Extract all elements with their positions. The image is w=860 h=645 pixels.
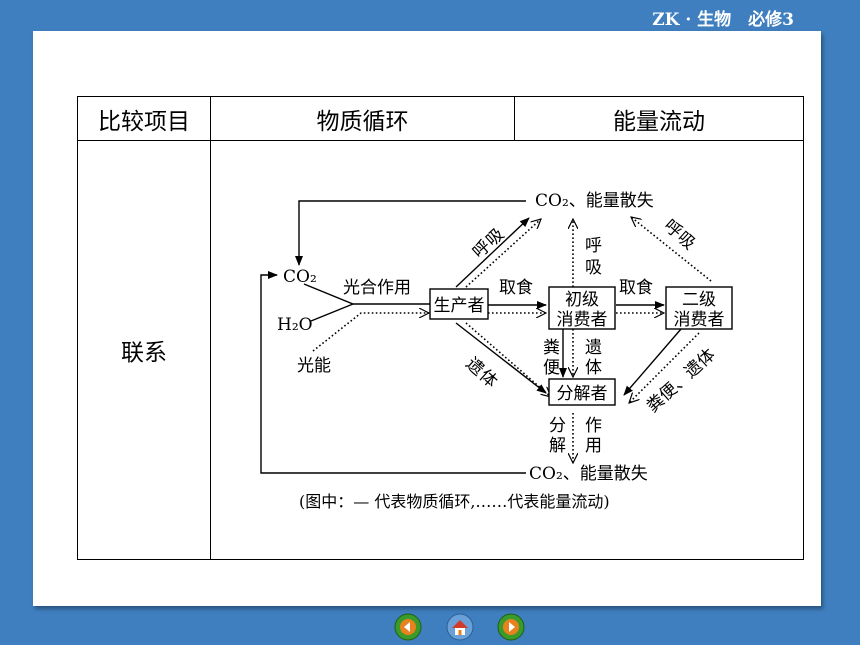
next-icon [497,613,525,641]
cycle-flow-diagram: CO₂、能量散失 CO₂、能量散失 CO₂ H₂O 光能 光合作用 生产者 取食… [260,191,733,511]
producer-label: 生产者 [434,296,485,316]
decomposer-box [548,378,616,406]
remains-mid-2: 体 [585,358,602,378]
remains-mid-1: 遗 [585,338,602,358]
secondary-consumer-box [665,286,733,330]
energy-flow-lines [312,217,712,463]
slide-panel: 比较项目 物质循环 能量流动 联系 [33,31,821,606]
feces-remains-right: 粪便、遗体 [643,345,720,417]
header-compare-item: 比较项目 [77,96,211,141]
primary-consumer-label-2: 消费者 [557,310,608,330]
prev-button[interactable] [394,613,422,641]
eat-label-1: 取食 [499,278,533,298]
diagram-cell: CO₂、能量散失 CO₂、能量散失 CO₂ H₂O 光能 光合作用 生产者 取食… [210,140,804,560]
action-1: 作 [585,416,602,436]
photosynthesis-label: 光合作用 [343,278,411,298]
h2o-label: H₂O [277,315,313,335]
nav-bar [0,612,860,642]
co2-bottom-label: CO₂、能量散失 [529,464,648,484]
secondary-consumer-label-1: 二级 [682,290,716,310]
table-row: 联系 [77,140,804,560]
home-icon [446,613,474,641]
diagram-caption: (图中：— 代表物质循环,……代表能量流动) [299,492,610,511]
co2-left-label: CO₂ [283,267,317,287]
row-label-connection: 联系 [77,140,211,560]
secondary-consumer-label-2: 消费者 [674,310,725,330]
material-cycle-lines [260,200,682,474]
home-button[interactable] [446,613,474,641]
primary-consumer-label-1: 初级 [565,290,599,310]
respiration-mid-2: 吸 [585,258,602,278]
decomposition-1: 分 [549,416,566,436]
respiration-mid-1: 呼 [585,236,602,256]
decomposition-2: 解 [549,436,566,456]
co2-top-label: CO₂、能量散失 [535,191,654,211]
primary-consumer-box [548,286,616,330]
feces-2: 便 [543,358,560,378]
light-energy-label: 光能 [297,356,331,376]
action-2: 用 [585,436,602,456]
eat-label-2: 取食 [619,278,653,298]
header-energy-flow: 能量流动 [514,96,804,141]
next-button[interactable] [497,613,525,641]
producer-box [429,288,489,320]
header-title: ZK · 生物 必修3 [652,10,794,30]
table-header-row: 比较项目 物质循环 能量流动 [77,96,804,141]
comparison-table: 比较项目 物质循环 能量流动 联系 [77,96,804,560]
header-material-cycle: 物质循环 [210,96,515,141]
feces-1: 粪 [543,338,560,358]
prev-icon [394,613,422,641]
decomposer-label: 分解者 [557,384,608,404]
